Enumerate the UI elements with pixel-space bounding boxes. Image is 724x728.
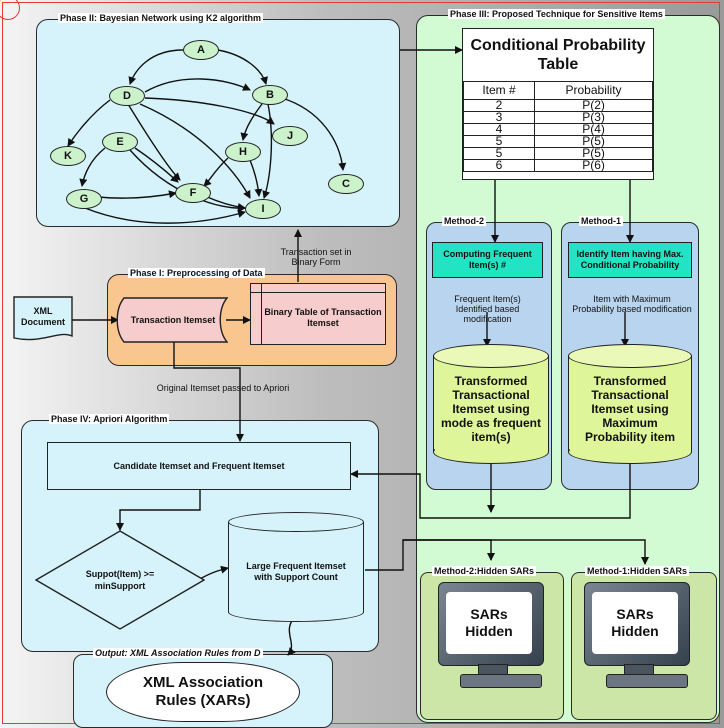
edge-b-c — [281, 97, 347, 171]
node-d: D — [109, 86, 145, 106]
edge-e-g — [79, 147, 106, 187]
phase3-title: Phase III: Proposed Technique for Sensit… — [448, 9, 665, 19]
node-h: H — [225, 142, 261, 162]
node-c: C — [328, 174, 364, 194]
xml-document-label: XML Document — [20, 306, 65, 327]
arrow-method1-to-candidate — [350, 458, 631, 519]
node-k: K — [50, 146, 86, 166]
edge-b-h — [240, 103, 263, 141]
arrow-candidate-to-decision — [116, 490, 201, 531]
node-a: A — [183, 40, 219, 60]
output-xars: XML Association Rules (XARs) — [106, 662, 300, 722]
phase4-title: Phase IV: Apriori Algorithm — [49, 414, 170, 424]
edge-h-i — [249, 159, 263, 197]
arrow-large-to-hidden1 — [403, 539, 649, 565]
method2-cylinder-label: Transformed Transactional Itemset using … — [440, 374, 542, 444]
transaction-itemset: Transaction Itemset — [130, 314, 216, 325]
arrow-large-to-output — [287, 617, 296, 656]
decision-diamond — [35, 530, 205, 630]
node-e: E — [102, 132, 138, 152]
cpt-header-item: Item # — [462, 81, 536, 100]
edge-f-i — [204, 195, 246, 211]
arrow-transaction-to-candidate — [173, 340, 244, 442]
monitor-base — [606, 674, 688, 688]
edge-h-f — [203, 157, 229, 187]
large-itemset-label: Large Frequent Itemset with Support Coun… — [246, 561, 346, 582]
xml-document-shape — [13, 296, 73, 341]
cpt-prob: P(5) — [534, 135, 653, 148]
edge-g-f — [97, 190, 177, 199]
binary-table-header-line — [251, 292, 385, 293]
edge-d-k — [67, 99, 111, 147]
binary-table-label: Binary Table of Transaction Itemset — [264, 307, 382, 328]
method1-box: Identify Item having Max. Conditional Pr… — [568, 242, 692, 278]
node-i: I — [245, 199, 281, 219]
edge-b-i — [262, 103, 273, 199]
cpt-prob: P(2) — [534, 99, 653, 112]
corner-circle — [0, 0, 20, 20]
method2-cylinder: Transformed Transactional Itemset using … — [433, 344, 549, 464]
decision-label: Suppot(Item) >= minSupport — [85, 569, 155, 591]
edge-d-i — [139, 103, 251, 199]
hidden2-title: Method-2:Hidden SARs — [432, 566, 536, 576]
hidden1-title: Method-1:Hidden SARs — [585, 566, 689, 576]
candidate-box: Candidate Itemset and Frequent Itemset — [47, 442, 351, 490]
large-itemset-cylinder: Large Frequent Itemset with Support Coun… — [228, 512, 364, 622]
output-title: Output: XML Association Rules from D — [93, 648, 263, 658]
transaction-shape — [116, 297, 228, 343]
edge-d-j — [144, 97, 275, 125]
edge-g-i — [84, 207, 246, 224]
method1-cylinder: Transformed Transactional Itemset using … — [568, 344, 692, 464]
edge-a-d — [128, 49, 184, 85]
edge-d-b — [144, 78, 251, 93]
monitor-screen: SARs Hidden — [446, 592, 532, 654]
phase2-title: Phase II: Bayesian Network using K2 algo… — [58, 13, 264, 23]
edge-e-f — [134, 147, 179, 183]
cpt-title: Conditional Probability Table — [470, 37, 646, 73]
monitor-method1: SARs Hidden — [584, 582, 694, 688]
method2-box: Computing Frequent Item(s) # — [432, 242, 543, 278]
arrow-large-to-hidden2 — [365, 539, 495, 571]
cpt-table: Conditional Probability Table Item # Pro… — [462, 28, 654, 180]
node-b: B — [252, 85, 288, 105]
monitor-method2: SARs Hidden — [438, 582, 548, 688]
node-j: J — [272, 126, 308, 146]
transaction-set-label: Transaction set in Binary Form — [280, 247, 352, 267]
binary-table: Binary Table of Transaction Itemset — [250, 283, 386, 345]
original-itemset-label: Original Itemset passed to Apriori — [156, 383, 290, 393]
method1-title: Method-1 — [579, 216, 623, 226]
node-g: G — [66, 189, 102, 209]
phase1-title: Phase I: Preprocessing of Data — [128, 268, 265, 278]
method2-note: Frequent Item(s) Identified based modifi… — [454, 294, 521, 324]
monitor-base — [460, 674, 542, 688]
edge-a-b — [217, 49, 268, 85]
method2-title: Method-2 — [442, 216, 486, 226]
cpt-prob: P(6) — [534, 159, 653, 172]
binary-table-side-line — [261, 284, 262, 344]
monitor-screen: SARs Hidden — [592, 592, 678, 654]
cpt-header-prob: Probability — [534, 81, 653, 100]
method1-cylinder-label: Transformed Transactional Itemset using … — [584, 374, 676, 444]
node-f: F — [175, 183, 211, 203]
cpt-item: 6 — [462, 159, 536, 172]
method1-note: Item with Maximum Probability based modi… — [572, 294, 692, 314]
